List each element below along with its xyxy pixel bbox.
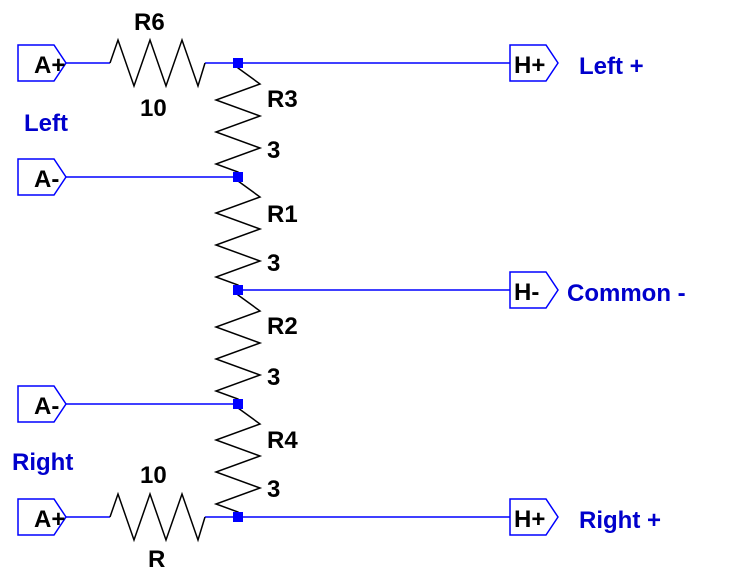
- resistor-r6-value: 10: [140, 95, 167, 122]
- output-port-label: H+: [514, 506, 545, 533]
- input-group-label-right: Right: [12, 449, 73, 476]
- resistor-r3-value: 3: [267, 137, 280, 164]
- net-label-common-minus: Common -: [567, 280, 686, 307]
- resistor-r3: [213, 63, 263, 177]
- net-label-left-plus: Left +: [579, 53, 644, 80]
- resistor-r4-icon: [213, 404, 263, 517]
- resistor-r-ref: R: [148, 546, 165, 573]
- output-port-icon: [509, 44, 559, 82]
- output-port-label: H+: [514, 52, 545, 79]
- input-port-icon: [17, 385, 67, 423]
- resistor-r2-icon: [213, 290, 263, 404]
- resistor-r1-ref: R1: [267, 201, 298, 228]
- input-group-label-left: Left: [24, 110, 68, 137]
- input-port-left-minus: A-: [17, 158, 67, 196]
- junction-nodes: [233, 58, 243, 522]
- resistor-r4: [213, 404, 263, 517]
- resistor-r6-icon: [109, 37, 206, 89]
- junction-node: [233, 58, 243, 68]
- output-port-icon: [509, 271, 559, 309]
- resistor-r6: [109, 37, 206, 89]
- resistor-r1-value: 3: [267, 250, 280, 277]
- resistor-r2-value: 3: [267, 364, 280, 391]
- net-label-right-plus: Right +: [579, 507, 661, 534]
- junction-node: [233, 172, 243, 182]
- input-port-label: A-: [34, 393, 59, 420]
- resistor-r2: [213, 290, 263, 404]
- resistor-r4-ref: R4: [267, 427, 298, 454]
- resistor-r: [109, 491, 206, 543]
- resistor-r4-value: 3: [267, 476, 280, 503]
- output-port-left-plus: H+: [509, 44, 559, 82]
- input-port-left-plus: A+: [17, 44, 67, 82]
- input-port-label: A+: [34, 506, 65, 533]
- input-port-label: A+: [34, 52, 65, 79]
- input-port-right-minus: A-: [17, 385, 67, 423]
- input-port-icon: [17, 498, 67, 536]
- junction-node: [233, 512, 243, 522]
- resistor-r3-ref: R3: [267, 86, 298, 113]
- junction-node: [233, 285, 243, 295]
- resistor-r-value: 10: [140, 462, 167, 489]
- resistor-r3-icon: [213, 63, 263, 177]
- input-port-icon: [17, 158, 67, 196]
- resistor-r1: [213, 177, 263, 290]
- input-port-label: A-: [34, 166, 59, 193]
- input-port-right-plus: A+: [17, 498, 67, 536]
- input-port-icon: [17, 44, 67, 82]
- output-port-right-plus: H+: [509, 498, 559, 536]
- junction-node: [233, 399, 243, 409]
- resistor-r-icon: [109, 491, 206, 543]
- resistor-r2-ref: R2: [267, 313, 298, 340]
- output-port-icon: [509, 498, 559, 536]
- resistor-r6-ref: R6: [134, 9, 165, 36]
- wires: [66, 62, 510, 518]
- output-port-label: H-: [514, 279, 539, 306]
- resistor-r1-icon: [213, 177, 263, 290]
- output-port-common-minus: H-: [509, 271, 559, 309]
